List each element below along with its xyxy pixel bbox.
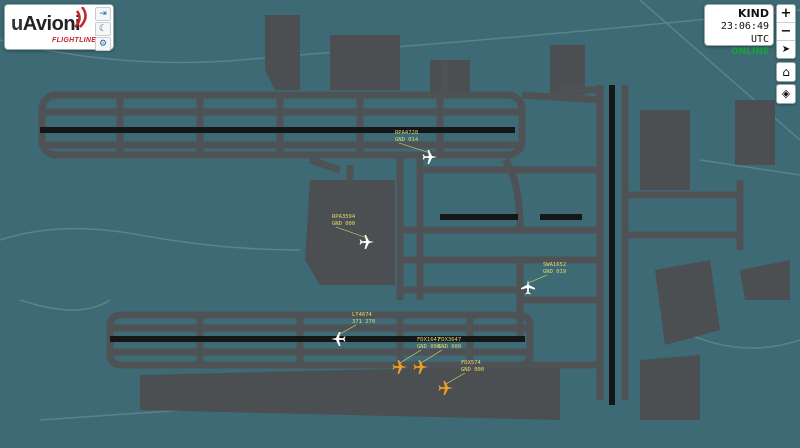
logo-button-column: ⇥ ☾ ⚙ <box>95 7 111 52</box>
label-leader-line <box>527 274 548 284</box>
zoom-in-button[interactable]: + <box>777 5 795 23</box>
aircraft-status: GND 000 <box>438 344 461 350</box>
connection-status: ONLINE <box>731 47 769 57</box>
status-panel: KIND 23:06:49 UTC ONLINE <box>704 4 774 57</box>
locate-button[interactable]: ➤ <box>781 44 791 55</box>
airport-code: KIND <box>738 7 769 20</box>
aircraft-callsign: RPA3594 <box>332 214 356 220</box>
airplane-icon[interactable] <box>331 332 346 346</box>
brand-logo: uAvioni <box>11 13 81 36</box>
aircraft-status: GND 014 <box>395 137 419 143</box>
label-leader-line <box>335 226 368 239</box>
airplane-icon[interactable] <box>521 280 535 295</box>
utc-clock: 23:06:49 UTC <box>720 21 769 45</box>
logo-panel: uAvioni FLIGHTLINE ⇥ ☾ ⚙ <box>4 4 114 52</box>
airplane-icon[interactable] <box>438 381 454 395</box>
aircraft-status: GND 000 <box>461 367 484 373</box>
aircraft-callsign: FDX3647 <box>438 337 461 343</box>
aircraft-status: 371 270 <box>352 319 375 325</box>
sign-in-button[interactable]: ⇥ <box>95 7 111 21</box>
aircraft-status: GND 000 <box>332 221 355 227</box>
label-leader-line <box>445 372 466 385</box>
airplane-icon[interactable] <box>392 360 408 374</box>
aircraft-callsign: FDX1647 <box>417 337 440 343</box>
airplane-icon[interactable] <box>359 235 375 249</box>
aircraft-callsign: SWA1652 <box>543 262 566 268</box>
settings-button[interactable]: ⚙ <box>95 37 111 51</box>
label-leader-line <box>399 349 422 364</box>
home-button[interactable]: ⌂ <box>776 62 796 82</box>
brand-subtitle: FLIGHTLINE <box>52 37 97 44</box>
signal-waves-icon <box>74 7 87 28</box>
airport-buildings <box>140 15 790 420</box>
label-leader-line <box>420 349 443 364</box>
airplane-icon[interactable] <box>413 360 429 374</box>
brand-u: u <box>11 13 23 35</box>
dark-mode-button[interactable]: ☾ <box>95 22 111 36</box>
zoom-controls: + − ➤ <box>776 4 796 59</box>
airplane-icon[interactable] <box>422 150 438 164</box>
label-leader-line <box>398 142 431 154</box>
zoom-out-button[interactable]: − <box>777 23 795 41</box>
brand-name: Avioni <box>22 13 81 35</box>
label-leader-line <box>337 324 357 336</box>
aircraft-callsign: RPA4728 <box>395 130 418 136</box>
aircraft-status: GND 000 <box>417 344 440 350</box>
aircraft-callsign: LT4674 <box>352 312 373 318</box>
runways <box>40 85 615 405</box>
aircraft-status: GND 019 <box>543 269 566 275</box>
aircraft-callsign: FDX574 <box>461 360 482 366</box>
layers-button[interactable]: ◈ <box>776 84 796 104</box>
